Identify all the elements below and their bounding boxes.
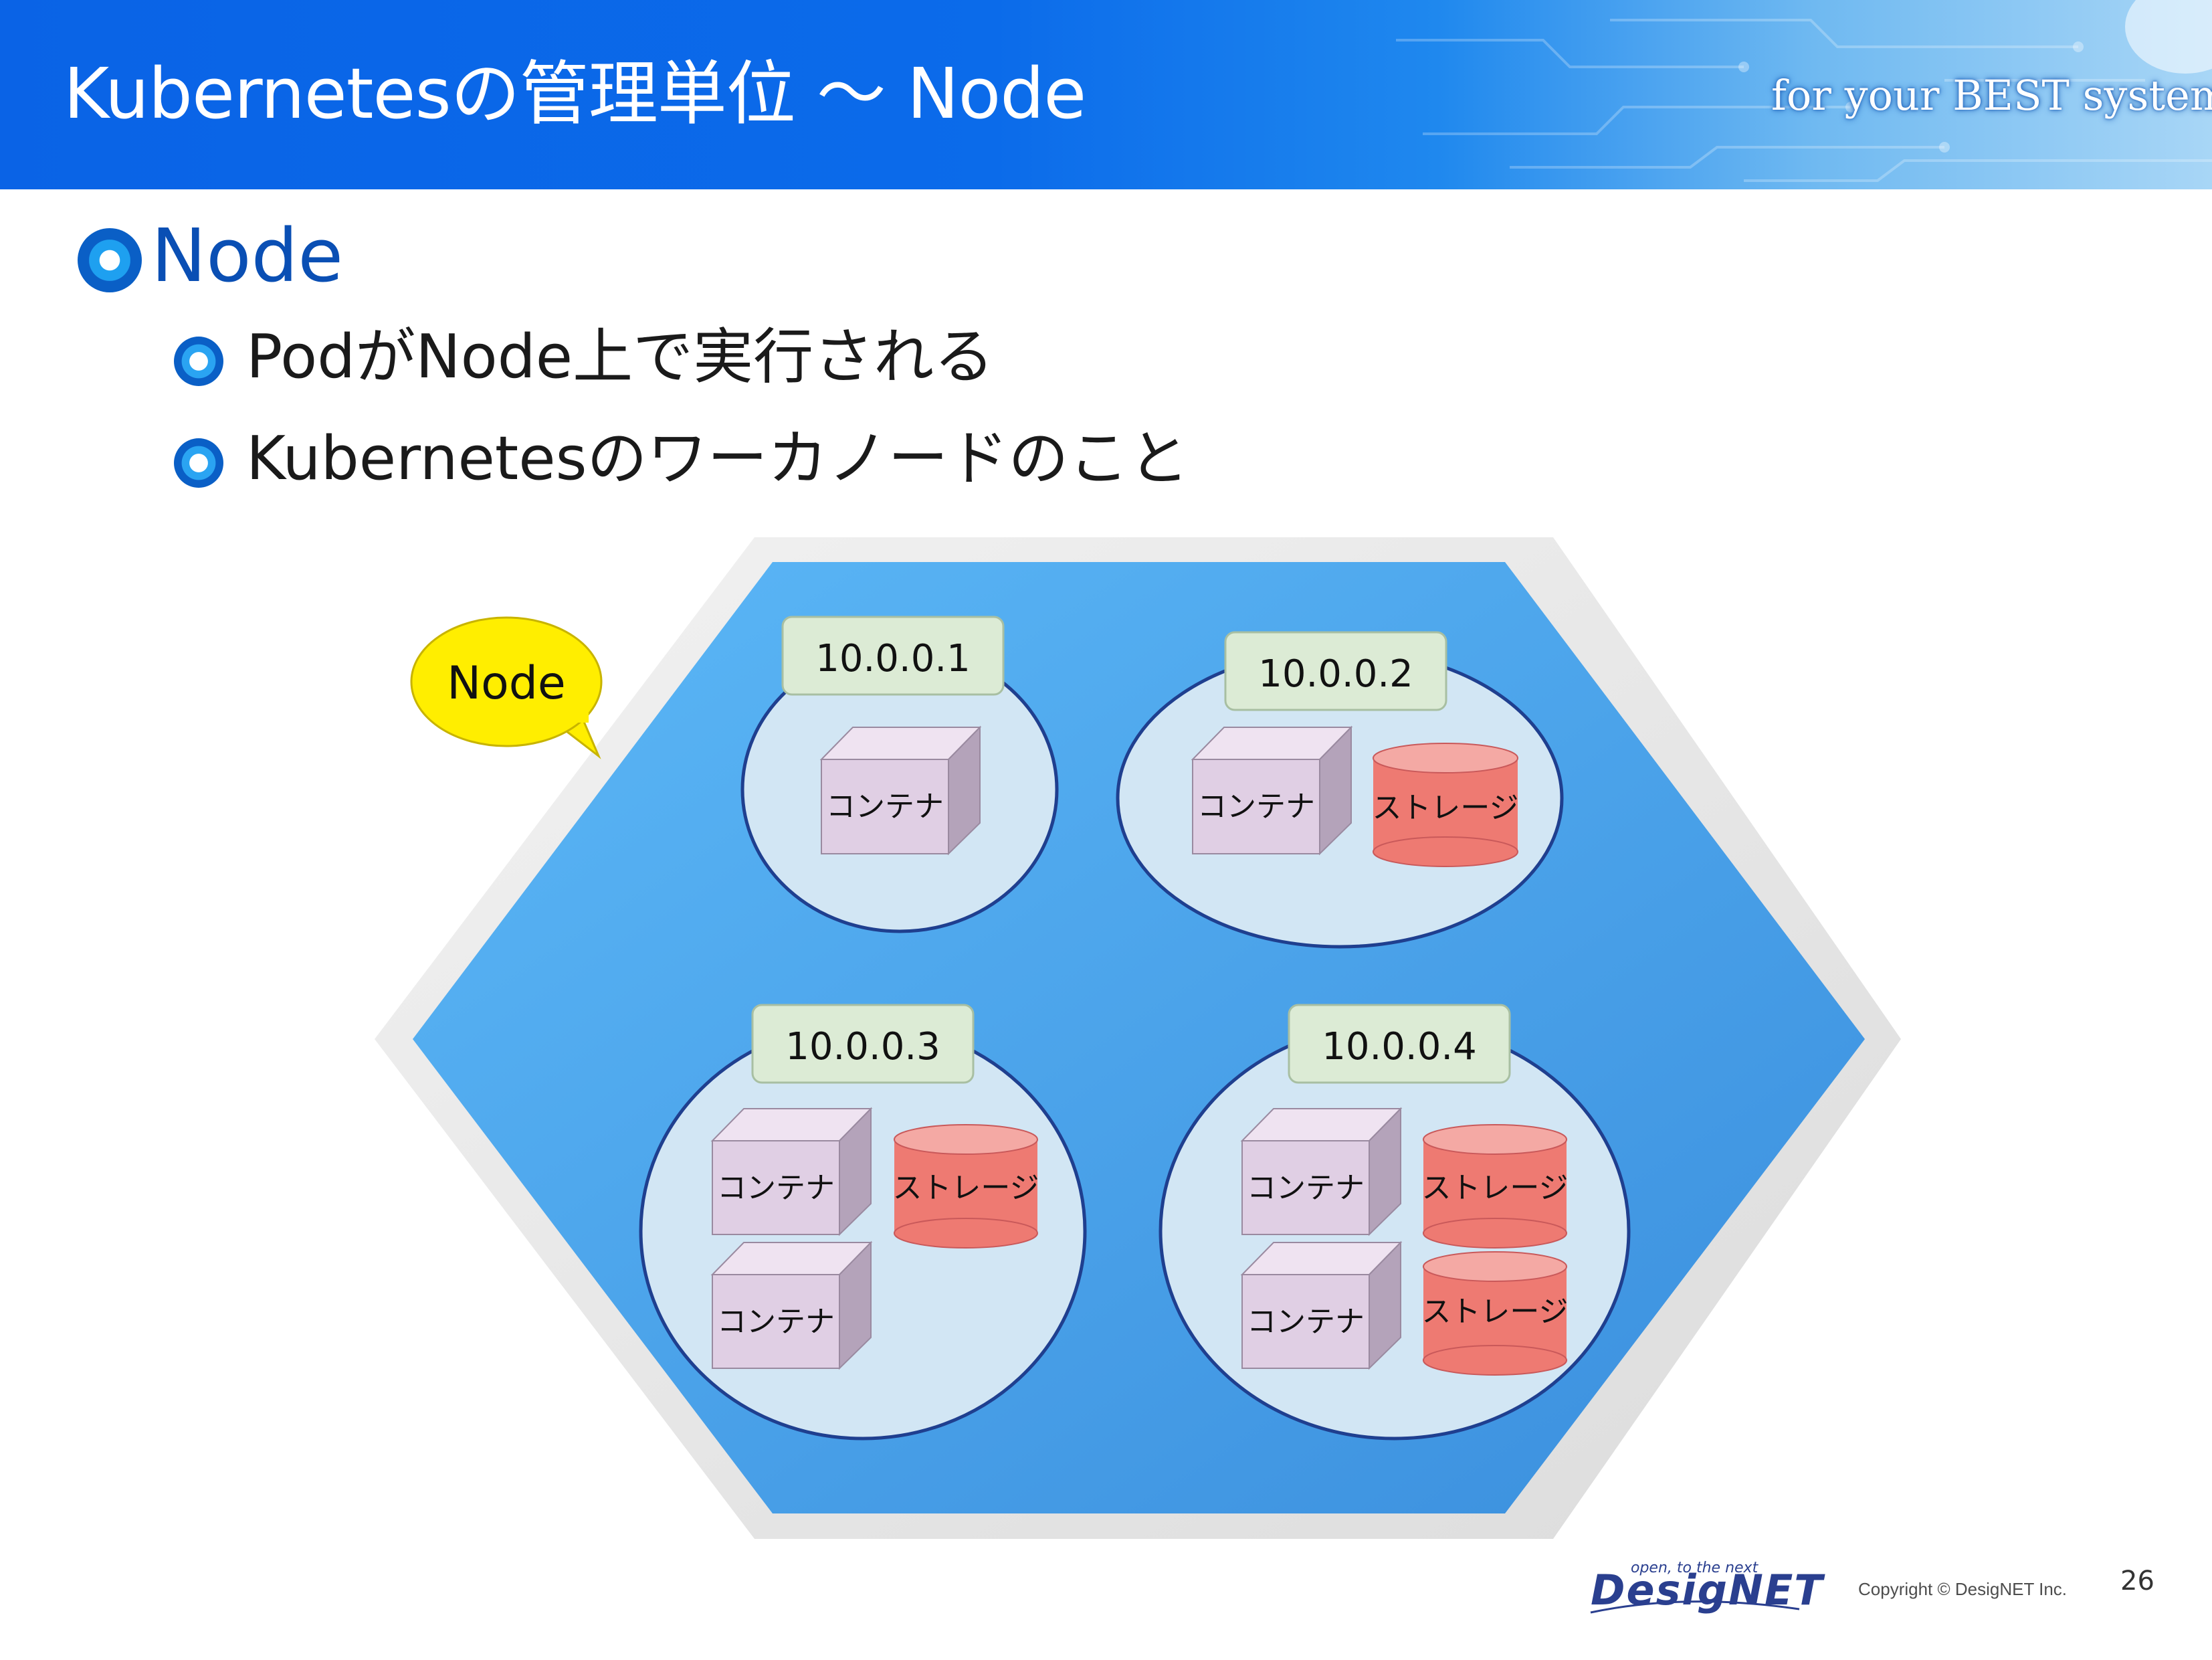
ip-label-box [751, 1004, 975, 1084]
container-label: コンテナ [826, 790, 944, 824]
container-label: コンテナ [1197, 790, 1315, 824]
bullet-circle-icon [78, 228, 142, 292]
container-label: コンテナ [717, 1171, 835, 1205]
container-label: コンテナ [717, 1305, 835, 1339]
copyright-text: Copyright © DesigNET Inc. [1858, 1579, 2068, 1599]
container-box: コンテナ [710, 1240, 873, 1370]
header-bar: Kubernetesの管理単位 〜 Node for your BEST sys… [0, 0, 2212, 189]
sub-bullet-text: PodがNode上で実行される [246, 322, 995, 392]
ip-label-box [781, 616, 1005, 696]
container-box: コンテナ [1240, 1240, 1403, 1370]
node-callout: Node [410, 616, 603, 759]
storage-cylinder: ストレージ [892, 1124, 1039, 1249]
storage-label: ストレージ [1421, 1171, 1568, 1205]
bullet-circle-icon [174, 337, 223, 386]
ip-label-box [1224, 631, 1447, 711]
ip-label-box [1288, 1004, 1511, 1084]
container-label: コンテナ [1247, 1171, 1365, 1205]
storage-label: ストレージ [1372, 791, 1518, 825]
pod-3: 10.0.0.3 コンテナ ストレージ コンテナ [639, 1004, 1087, 1441]
storage-label: ストレージ [892, 1171, 1039, 1205]
storage-cylinder: ストレージ [1421, 1251, 1569, 1376]
ip-label: 10.0.0.2 [1258, 652, 1413, 696]
logo-tagline: open, to the next [1631, 1560, 1759, 1576]
container-label: コンテナ [1247, 1305, 1365, 1339]
designet-logo: open, to the next DesigNET [1590, 1560, 1824, 1615]
storage-cylinder: ストレージ [1372, 743, 1519, 867]
main-bullet-text: Node [151, 213, 344, 298]
storage-cylinder: ストレージ [1421, 1124, 1569, 1249]
ip-label: 10.0.0.4 [1322, 1025, 1477, 1069]
container-box: コンテナ [1191, 725, 1353, 856]
ip-label: 10.0.0.1 [815, 637, 971, 680]
container-box: コンテナ [1240, 1107, 1403, 1236]
header-tagline: for your BEST system [1771, 71, 2212, 120]
pod-4: 10.0.0.4 コンテナ ストレージ コンテナ [1159, 1004, 1631, 1441]
pod-1: 10.0.0.1 コンテナ [740, 616, 1059, 933]
container-box: コンテナ [710, 1107, 873, 1236]
sub-bullet-text: Kubernetesのワーカノードのこと [246, 424, 1189, 494]
page-number: 26 [2120, 1566, 2154, 1596]
container-box: コンテナ [819, 725, 982, 856]
pod-2: 10.0.0.2 コンテナ ストレージ [1116, 631, 1564, 949]
slide-title: Kubernetesの管理単位 〜 Node [64, 53, 1086, 134]
ip-label: 10.0.0.3 [785, 1025, 940, 1069]
storage-label: ストレージ [1421, 1295, 1568, 1329]
callout-label: Node [447, 657, 565, 710]
header-circuit-decoration [1396, 0, 2212, 182]
bullet-circle-icon [174, 438, 223, 488]
